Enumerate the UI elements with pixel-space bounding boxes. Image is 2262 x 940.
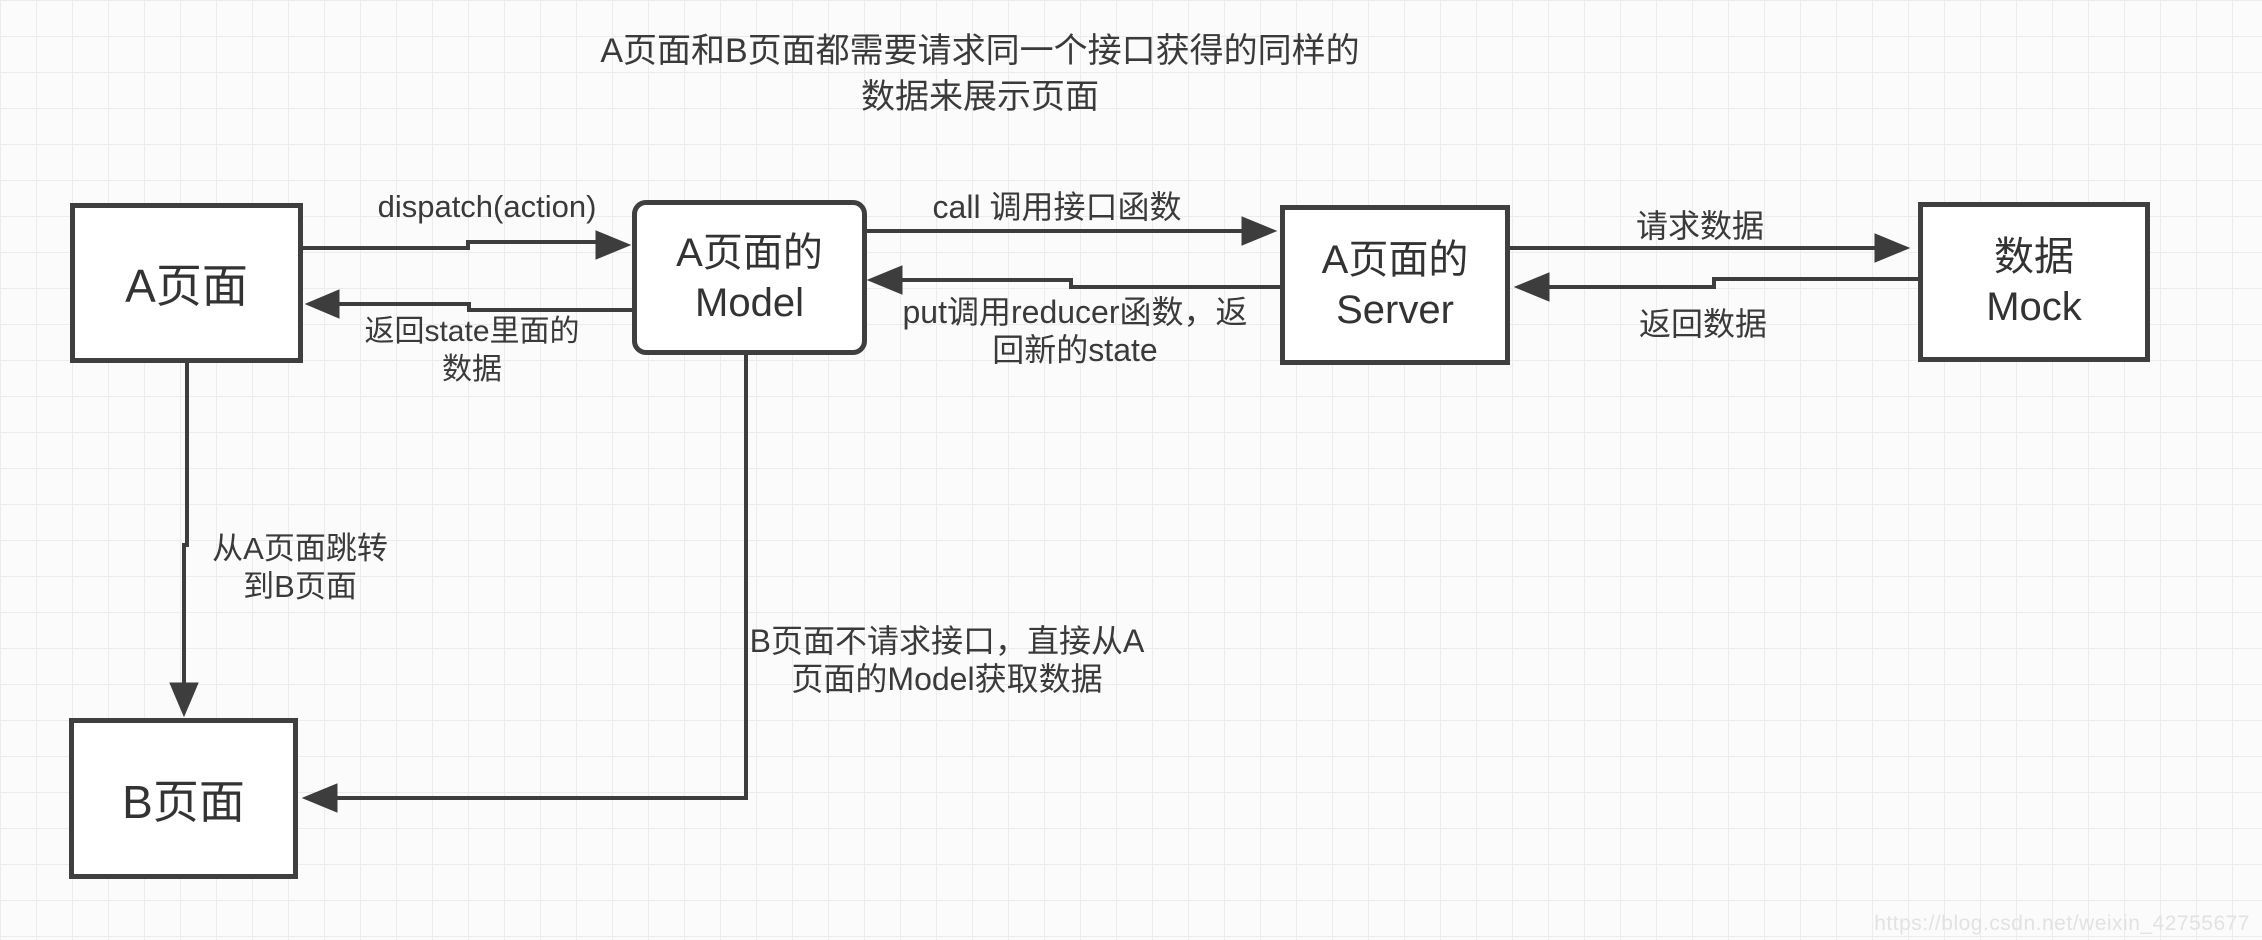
node-data-mock: 数据 Mock [1918,202,2150,362]
edge-jump-line [182,363,189,683]
node-page-b: B页面 [69,718,298,879]
node-server-a-label-line-1: A页面的 [1321,238,1469,282]
node-model-a: A页面的 Model [632,200,867,355]
title-line-2: 数据来展示页面 [860,78,1099,116]
edge-put-label: put调用reducer函数，返 回新的state [903,293,1248,369]
edge-return-data-line [1549,277,1918,289]
diagram-title: A页面和B页面都需要请求同一个接口获得的同样的 数据来展示页面 [600,28,1359,120]
edge-return-state-label-line-2: 数据 [441,353,502,386]
edge-return-state-arrowhead [304,289,340,319]
node-page-a: A页面 [70,203,303,363]
edge-return-data-arrowhead [1513,272,1550,302]
node-page-b-label: B页面 [122,775,245,828]
edge-request-arrowhead [1874,233,1911,263]
edge-dispatch-line [303,240,597,250]
edge-jump-label: 从A页面跳转 到B页面 [212,530,388,606]
edge-return-state-label-line-1: 返回state里面的 [364,315,580,348]
edge-put-arrowhead [866,265,903,295]
edge-jump-label-line-2: 到B页面 [243,569,357,604]
edge-b-from-model-line [337,355,748,800]
edge-request-data-label: 请求数据 [1635,208,1765,244]
edge-dispatch-arrowhead [595,230,632,260]
edge-jump-arrowhead [169,682,199,718]
title-line-1: A页面和B页面都需要请求同一个接口获得的同样的 [600,32,1360,70]
edge-put-line [902,278,1280,289]
edge-call-label: call 调用接口函数 [932,189,1182,225]
watermark-url: https://blog.csdn.net/weixin_42755677 [1874,912,2250,935]
edge-b-from-model-label: B页面不请求接口，直接从A 页面的Model获取数据 [750,622,1145,698]
node-data-mock-label-line-2: Mock [1986,285,2082,329]
edge-dispatch-label: dispatch(action) [377,189,597,224]
node-data-mock-label-line-1: 数据 [1994,235,2074,279]
edge-put-label-line-2: 回新的state [992,332,1158,368]
node-model-a-label-line-1: A页面的 [676,230,823,275]
edge-put-label-line-1: put调用reducer函数，返 [902,294,1248,330]
edge-call-arrowhead [1241,216,1278,246]
edge-return-data-label: 返回数据 [1638,306,1768,342]
node-server-a: A页面的 Server [1280,205,1510,365]
edge-return-state-label: 返回state里面的 数据 [364,313,579,389]
node-model-a-label-line-2: Model [695,280,804,325]
edge-b-from-model-arrowhead [301,783,338,813]
node-page-a-label: A页面 [125,260,248,312]
edge-b-from-model-label-line-2: 页面的Model获取数据 [791,661,1103,697]
edge-jump-label-line-1: 从A页面跳转 [212,531,388,566]
edge-b-from-model-label-line-1: B页面不请求接口，直接从A [749,623,1145,659]
node-server-a-label-line-2: Server [1336,288,1454,332]
